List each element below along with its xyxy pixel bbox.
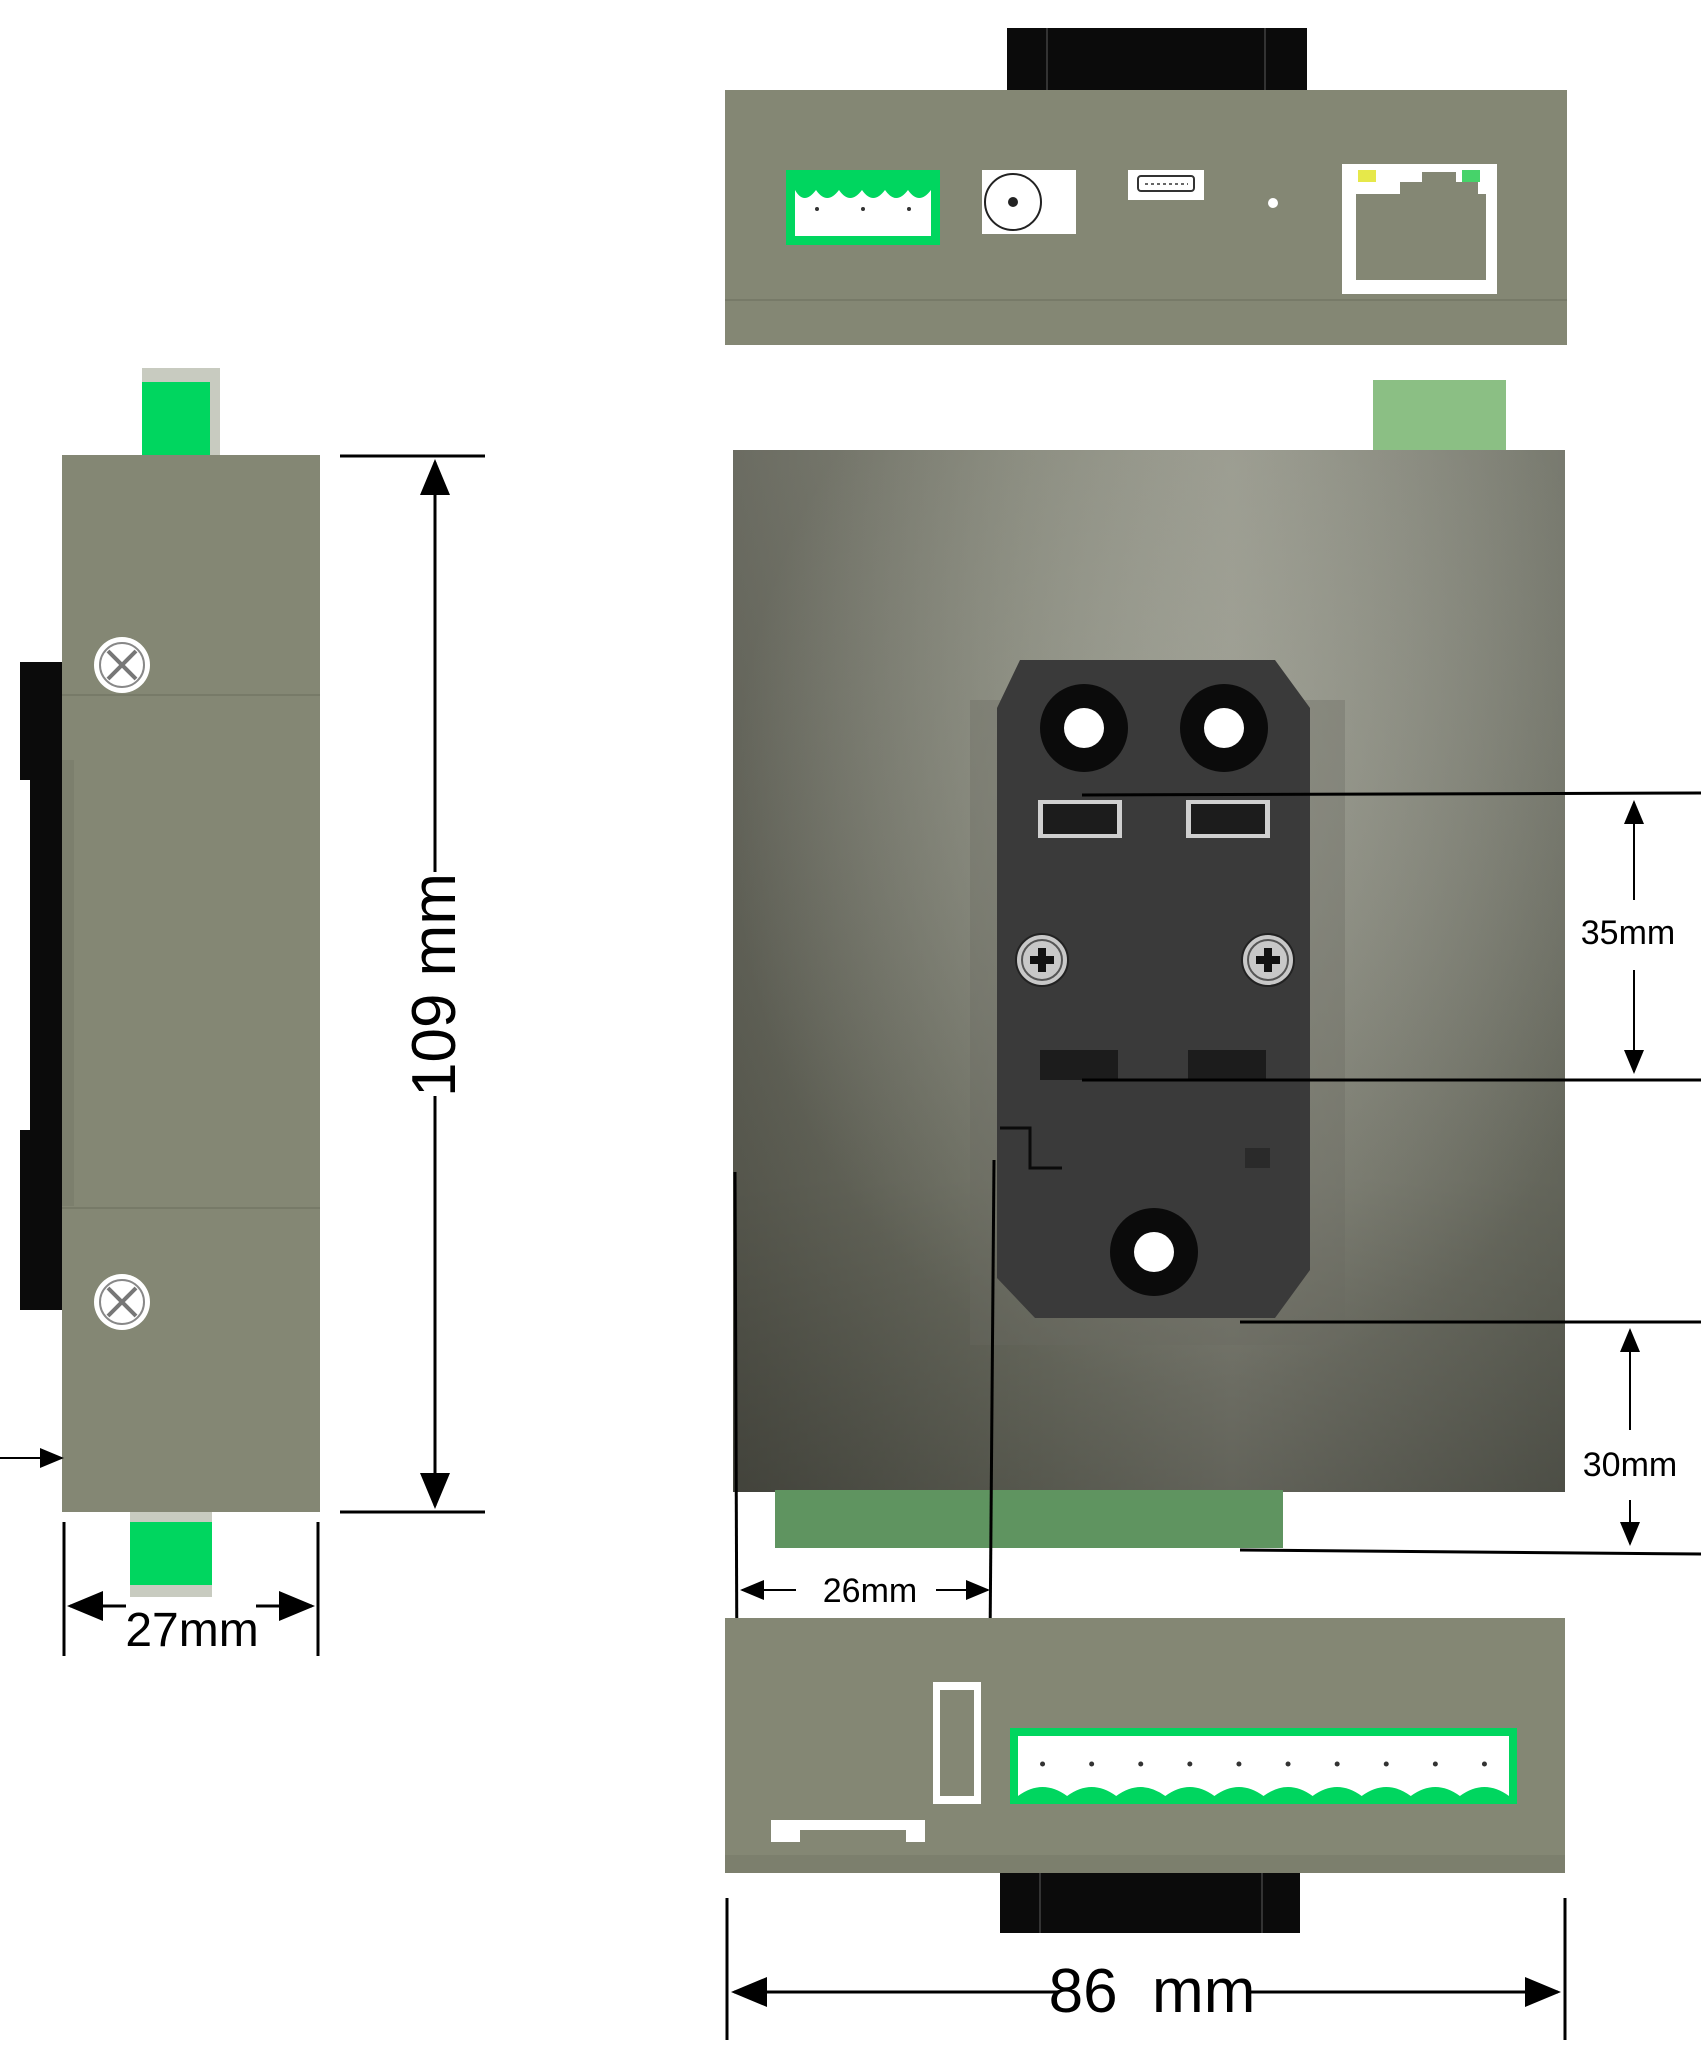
- dimension-front-width-label: 86 mm: [1049, 1957, 1256, 2026]
- terminal-pin: [1334, 1761, 1340, 1767]
- dimension-side-width-label: 27mm: [125, 1604, 258, 1657]
- terminal-pin: [1285, 1761, 1291, 1767]
- dc-jack-icon: [982, 170, 1076, 234]
- terminal-pin: [1138, 1761, 1144, 1767]
- dimension-rail-width-label: 35mm: [1581, 914, 1675, 952]
- phillips-screw-icon: [1241, 933, 1295, 987]
- phillips-screw-icon: [1015, 933, 1069, 987]
- terminal-pin: [1432, 1761, 1438, 1767]
- rear-bottom-terminal: [775, 1490, 1283, 1548]
- usb-port-icon: [1128, 170, 1204, 200]
- ten-pin-terminal: [1010, 1728, 1517, 1804]
- terminal-pin: [1236, 1761, 1242, 1767]
- side-bottom-terminal: [130, 1512, 212, 1597]
- rear-top-terminal: [1373, 380, 1506, 452]
- side-view: 109 mm 27mm: [0, 368, 485, 1657]
- terminal-pin: [1089, 1761, 1095, 1767]
- bottom-rail-block: [1000, 1873, 1300, 1933]
- led-indicator: [1268, 198, 1278, 208]
- side-housing: [62, 455, 320, 1512]
- dimension-bottom-offset-label: 30mm: [1583, 1446, 1677, 1484]
- screw-cross-icon: [94, 637, 150, 693]
- side-top-terminal: [142, 368, 220, 456]
- din-clip-icon: [997, 660, 1310, 1318]
- terminal-pin: [1481, 1761, 1487, 1767]
- rear-view: 35mm 30mm 26mm: [733, 380, 1701, 1685]
- screw-cross-icon: [94, 1274, 150, 1330]
- bottom-bracket: [771, 1820, 925, 1842]
- usb-port-icon: [933, 1682, 981, 1804]
- terminal-pin: [1187, 1761, 1193, 1767]
- top-view: [725, 28, 1567, 345]
- terminal-pin: [1383, 1761, 1389, 1767]
- bottom-view: 86 mm: [725, 1618, 1567, 2040]
- dimension-height-label: 109 mm: [400, 873, 469, 1097]
- rj45-port-icon: [1342, 164, 1497, 294]
- dimension-side-offset-label: 26mm: [823, 1572, 917, 1610]
- terminal-pin: [1040, 1761, 1046, 1767]
- top-rail-block: [1007, 28, 1307, 90]
- three-pin-terminal: [786, 170, 940, 245]
